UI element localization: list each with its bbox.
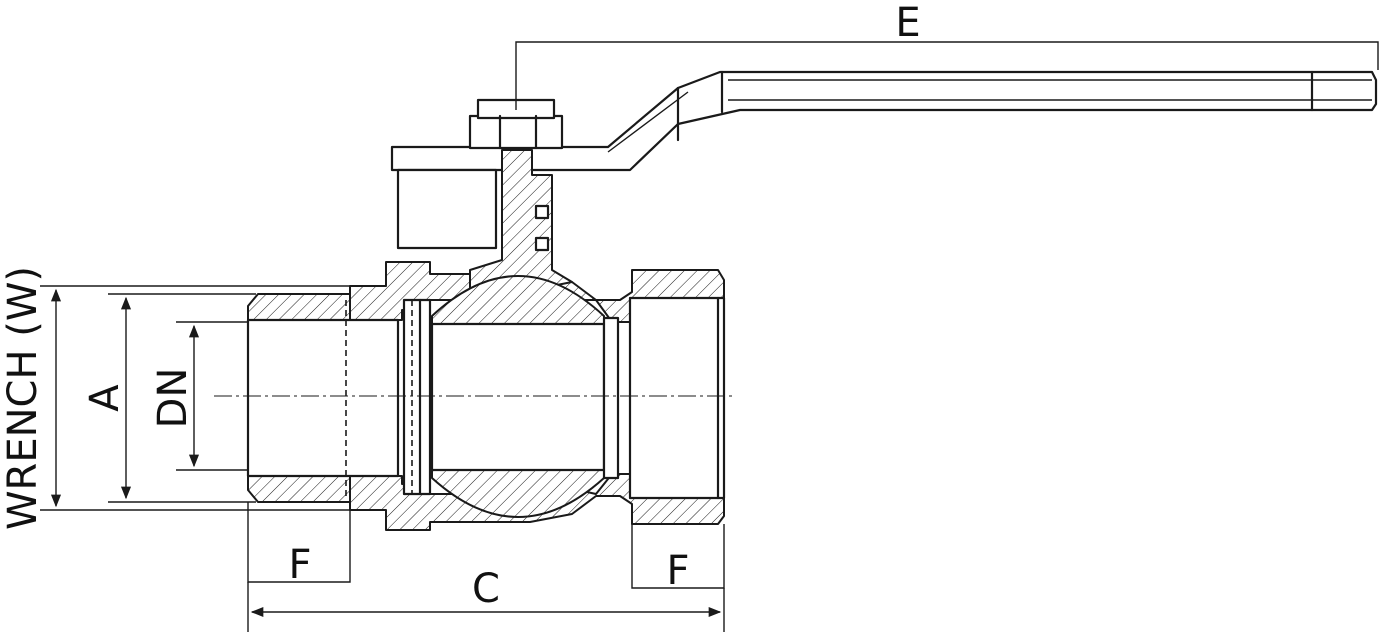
stem-oring-lower	[534, 236, 550, 252]
female-thread-end	[628, 296, 726, 500]
stem-nut	[468, 98, 564, 150]
label-a: A	[82, 384, 128, 412]
label-e: E	[895, 0, 920, 46]
label-c: C	[472, 566, 500, 612]
stem-oring-upper	[534, 204, 550, 220]
ball	[430, 275, 606, 518]
male-thread-end	[246, 293, 400, 503]
label-f-left: F	[288, 542, 311, 588]
dimension-f-left	[247, 502, 351, 583]
dimension-e	[515, 41, 1379, 110]
label-wrench: WRENCH (W)	[0, 266, 46, 530]
dimension-f-right	[631, 524, 725, 589]
dimension-dn	[176, 321, 248, 471]
seat-left	[402, 298, 432, 496]
dimension-a	[108, 293, 256, 503]
dimension-wrench	[40, 285, 350, 511]
handle-hub	[396, 168, 498, 250]
seat-right	[602, 316, 620, 480]
label-f-right: F	[666, 548, 689, 594]
label-dn: DN	[150, 368, 196, 429]
lever-handle	[390, 70, 1378, 172]
dimension-c	[247, 582, 725, 632]
